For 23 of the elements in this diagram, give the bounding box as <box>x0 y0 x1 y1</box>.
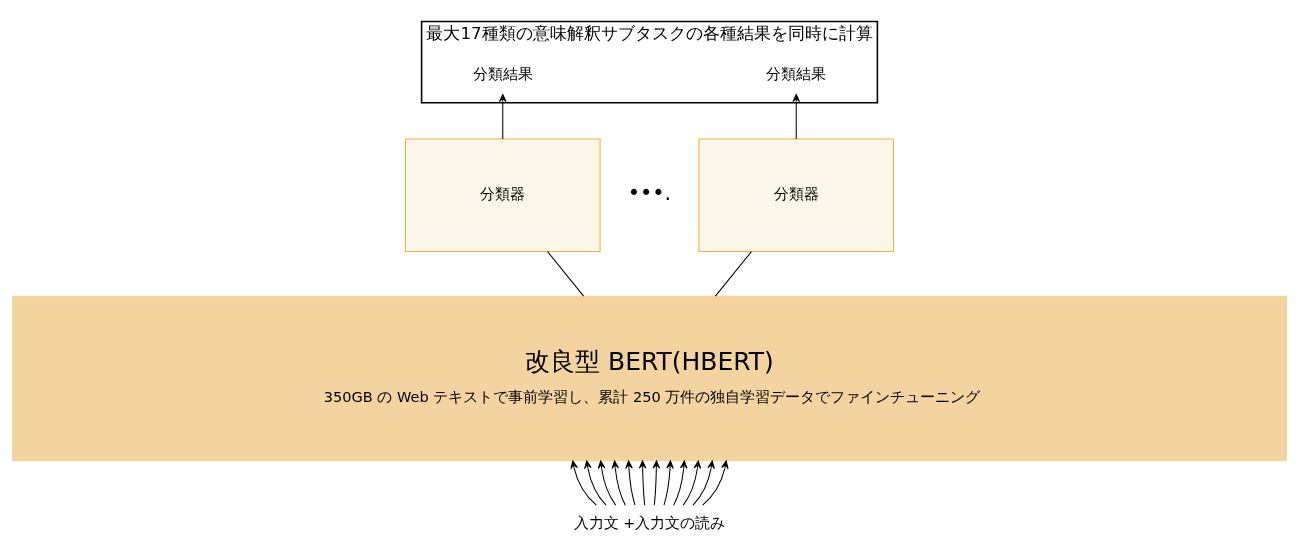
arrow <box>673 460 688 506</box>
node-box: 分類器 <box>404 138 601 252</box>
arrow <box>625 460 636 506</box>
arrow <box>584 460 607 506</box>
node-box: 改良型 BERT(HBERT) 350GB の Web テキストで事前学習し、累計 250 万件の独自学習データでファインチューニング <box>12 295 1287 462</box>
arrow <box>652 460 661 506</box>
connector <box>547 251 585 297</box>
arrow <box>498 93 507 140</box>
connector <box>714 251 752 297</box>
node-text: 分類結果 <box>472 65 533 83</box>
arrow <box>692 460 715 506</box>
arrow <box>570 460 597 506</box>
arrow <box>663 460 674 506</box>
label: •••. <box>627 181 672 206</box>
arrow <box>638 460 647 506</box>
node-text: 入力文 +入力文の読み <box>573 513 726 531</box>
arrow <box>792 93 801 140</box>
node-box: 分類器 <box>698 138 895 252</box>
arrow <box>702 460 729 506</box>
arrow <box>611 460 626 506</box>
node-text: 分類結果 <box>766 65 827 83</box>
arrow <box>682 460 702 506</box>
arrow <box>597 460 617 506</box>
